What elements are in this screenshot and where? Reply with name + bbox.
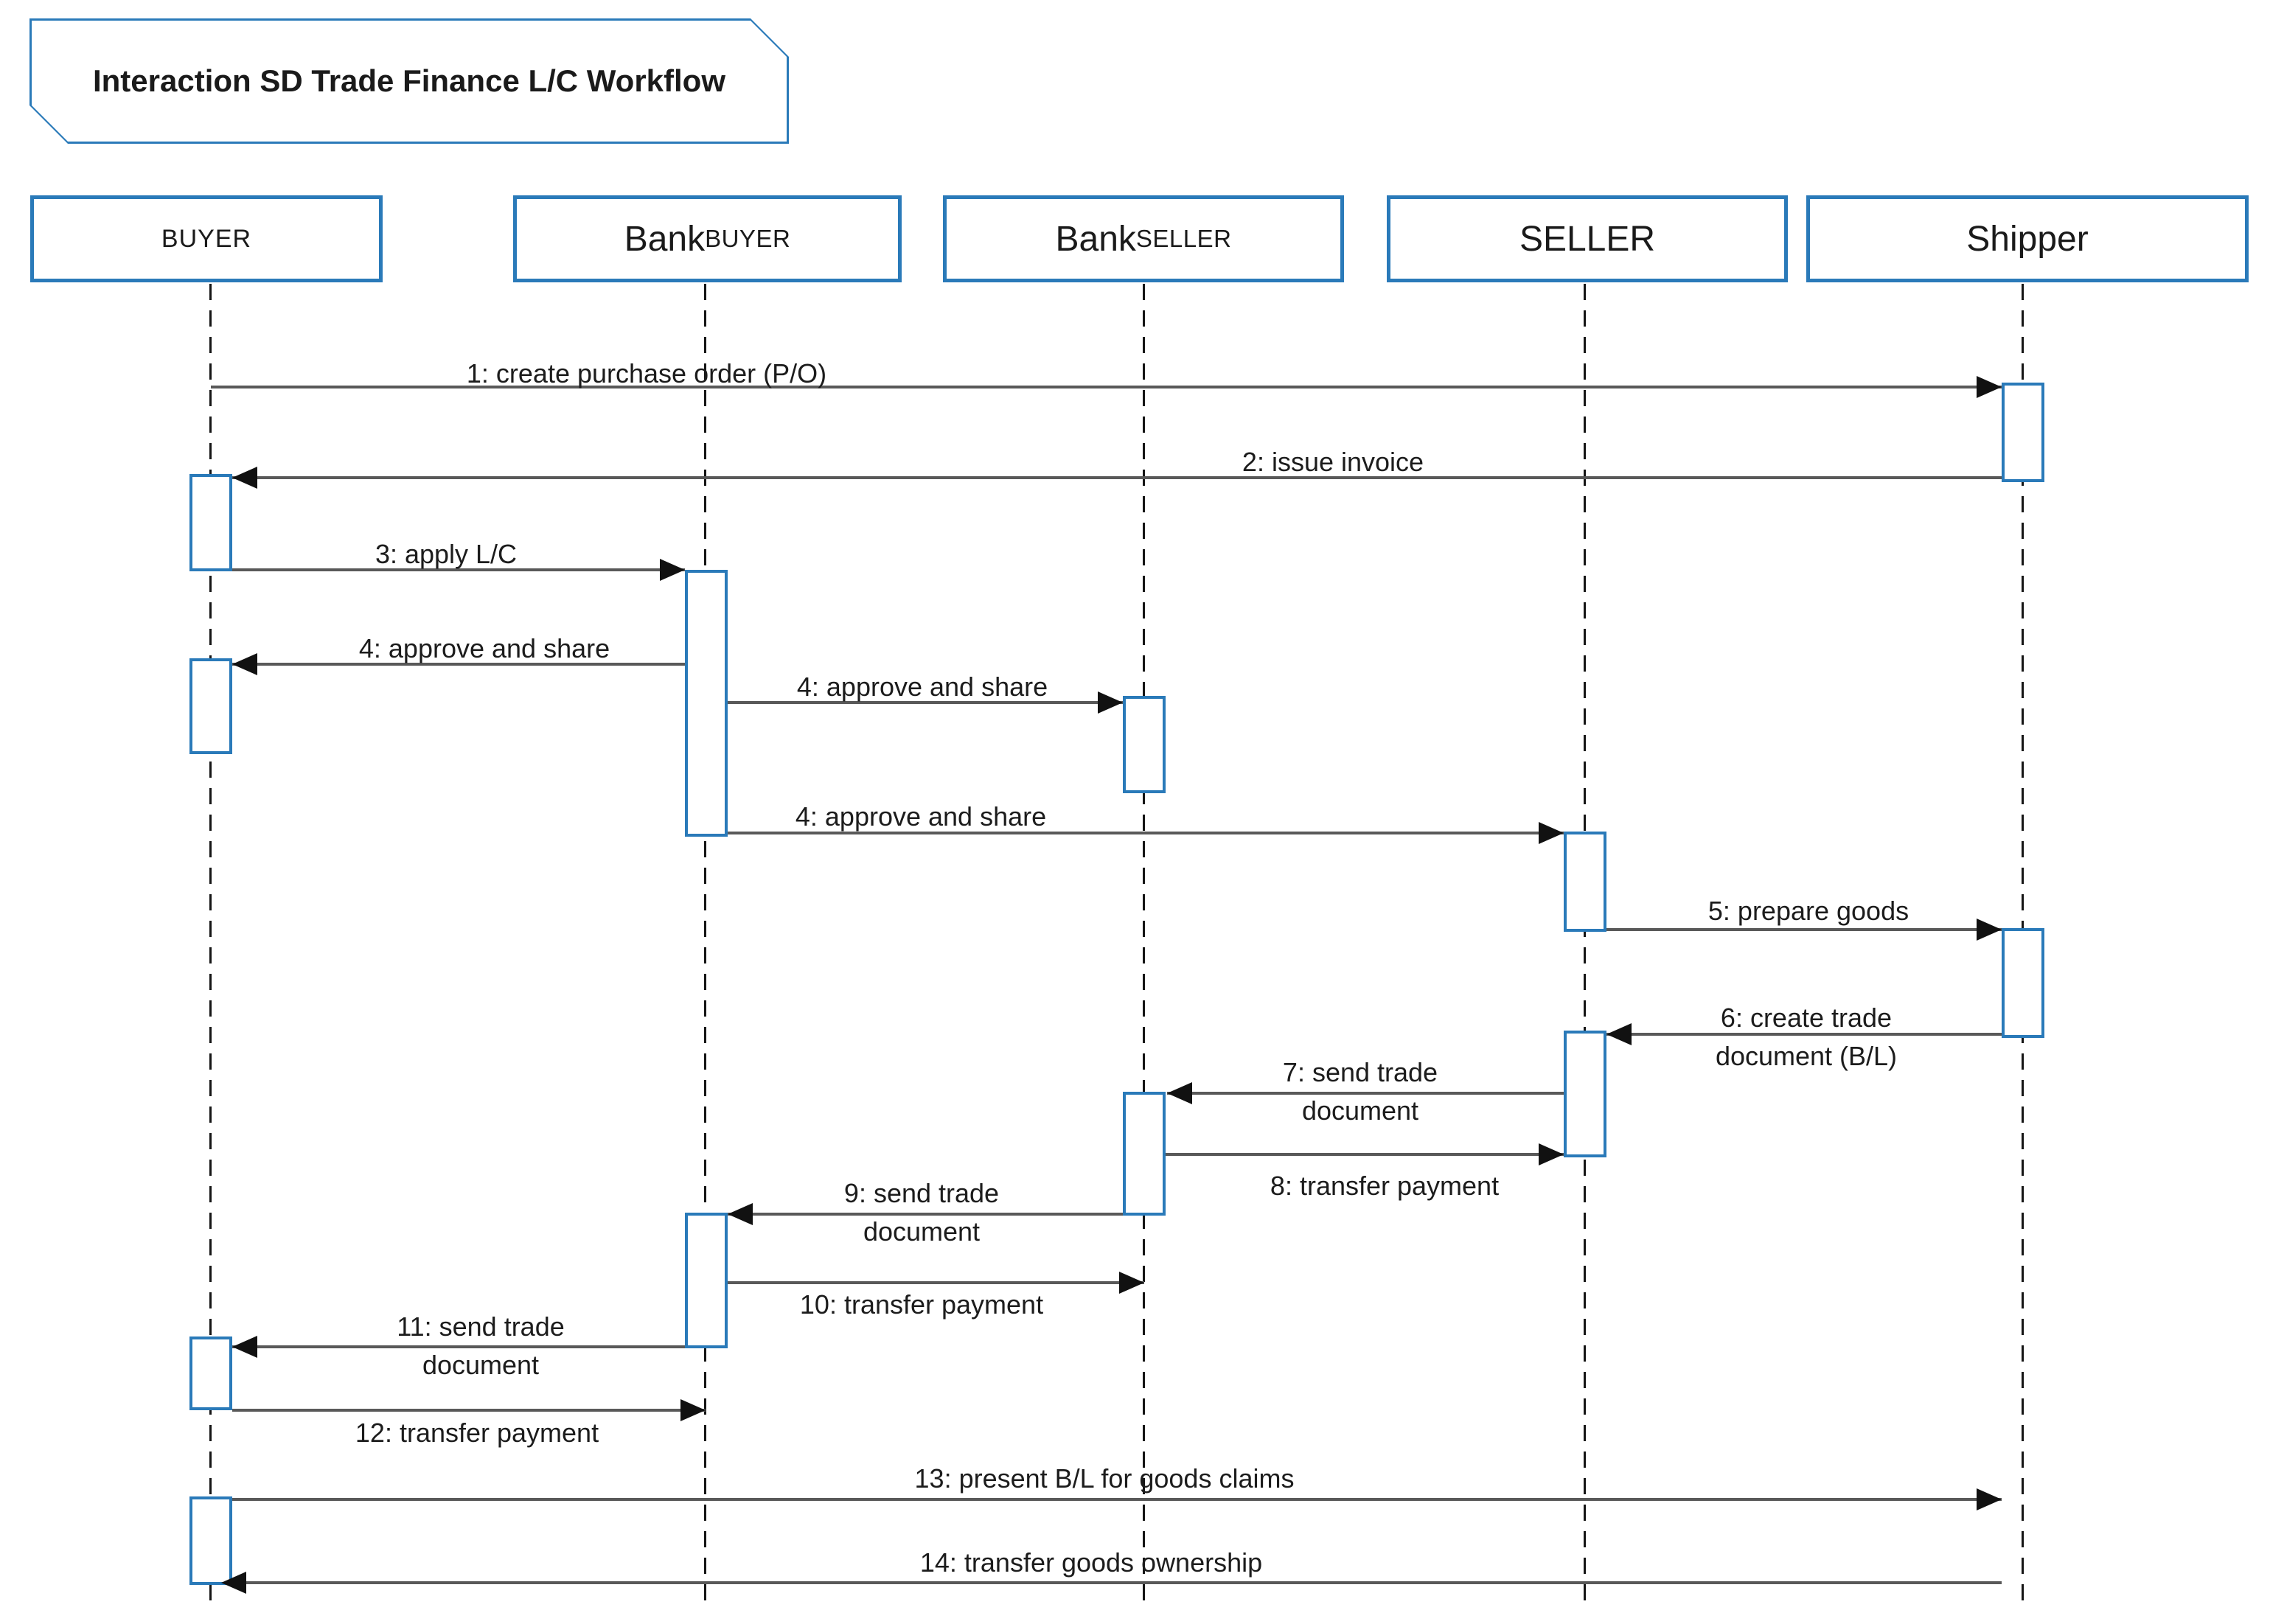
message-13-arrowhead-icon bbox=[1977, 1488, 2002, 1510]
lifeline-bank-seller bbox=[1143, 284, 1145, 1607]
activation-bank-buyer-1 bbox=[685, 570, 728, 837]
message-8-arrowhead-icon bbox=[1539, 1143, 1564, 1165]
message-9-arrowhead-icon bbox=[728, 1203, 753, 1225]
activation-bank-buyer-2 bbox=[685, 1213, 728, 1348]
activation-buyer-3 bbox=[189, 1337, 232, 1410]
message-1-line bbox=[211, 386, 2002, 388]
diagram-title-frame: Interaction SD Trade Finance L/C Workflo… bbox=[29, 18, 789, 144]
lifeline-seller bbox=[1584, 284, 1586, 1607]
activation-bank-seller-2 bbox=[1123, 1092, 1166, 1216]
message-14-line bbox=[229, 1581, 2002, 1584]
message-5-label: 5: prepare goods bbox=[1707, 896, 1909, 926]
message-10-arrowhead-icon bbox=[1119, 1272, 1144, 1294]
message-3-line bbox=[232, 568, 685, 571]
lifeline-label-seller: SELLER bbox=[1519, 219, 1656, 259]
message-1-label: 1: create purchase order (P/O) bbox=[466, 358, 827, 388]
message-2-line bbox=[232, 476, 2002, 479]
message-11-label: 11: send trade document bbox=[397, 1311, 565, 1380]
activation-buyer-4 bbox=[189, 1496, 232, 1585]
lifeline-header-seller: SELLER bbox=[1387, 195, 1788, 282]
lifeline-label-shipper: Shipper bbox=[1966, 219, 2089, 259]
message-5-line bbox=[1606, 928, 2002, 931]
message-7-label: 7: send trade document bbox=[1282, 1057, 1438, 1126]
lifeline-label-bank-seller-main: Bank bbox=[1055, 219, 1136, 259]
lifeline-header-shipper: Shipper bbox=[1806, 195, 2249, 282]
lifeline-label-bank-seller-sub: SELLER bbox=[1135, 225, 1232, 252]
message-6-line bbox=[1606, 1033, 2002, 1036]
diagram-title-frame-inner: Interaction SD Trade Finance L/C Workflo… bbox=[32, 21, 787, 142]
message-7-arrowhead-icon bbox=[1167, 1082, 1192, 1104]
message-4a-arrowhead-icon bbox=[232, 653, 257, 675]
message-4b-label: 4: approve and share bbox=[796, 672, 1048, 702]
activation-buyer-2 bbox=[189, 658, 232, 754]
message-14-arrowhead-icon bbox=[221, 1572, 246, 1594]
message-3-arrowhead-icon bbox=[660, 559, 685, 581]
lifeline-buyer bbox=[209, 284, 212, 1607]
message-4a-line bbox=[232, 663, 685, 666]
activation-buyer-1 bbox=[189, 474, 232, 571]
message-14-label: 14: transfer goods ownership bbox=[919, 1547, 1263, 1578]
activation-bank-seller-1 bbox=[1123, 696, 1166, 793]
message-6-arrowhead-icon bbox=[1606, 1023, 1632, 1045]
activation-seller-1 bbox=[1564, 832, 1606, 932]
message-12-line bbox=[232, 1409, 706, 1412]
message-7-line bbox=[1167, 1092, 1564, 1095]
message-12-label: 12: transfer payment bbox=[355, 1418, 599, 1448]
message-4c-label: 4: approve and share bbox=[795, 801, 1047, 832]
message-8-line bbox=[1166, 1153, 1564, 1156]
lifeline-label-bank-buyer-main: Bank bbox=[624, 219, 706, 259]
message-11-line bbox=[232, 1345, 685, 1348]
activation-seller-2 bbox=[1564, 1031, 1606, 1157]
lifeline-bank-buyer bbox=[704, 284, 706, 1607]
activation-shipper-1 bbox=[2002, 383, 2044, 482]
message-6-label: 6: create trade document (B/L) bbox=[1715, 1003, 1898, 1071]
message-4b-line bbox=[728, 701, 1123, 704]
message-13-line bbox=[232, 1498, 2002, 1501]
message-5-arrowhead-icon bbox=[1977, 919, 2002, 941]
message-10-line bbox=[728, 1281, 1144, 1284]
lifeline-header-buyer: BUYER bbox=[30, 195, 383, 282]
message-9-line bbox=[728, 1213, 1123, 1216]
lifeline-label-bank-buyer-sub: BUYER bbox=[705, 225, 791, 252]
message-3-label: 3: apply L/C bbox=[375, 539, 518, 569]
message-12-arrowhead-icon bbox=[680, 1399, 706, 1421]
message-13-label: 13: present B/L for goods claims bbox=[914, 1463, 1295, 1494]
diagram-title: Interaction SD Trade Finance L/C Workflo… bbox=[92, 63, 726, 98]
message-8-label: 8: transfer payment bbox=[1270, 1171, 1500, 1201]
message-4c-arrowhead-icon bbox=[1539, 822, 1564, 844]
message-11-arrowhead-icon bbox=[232, 1336, 257, 1358]
message-4b-arrowhead-icon bbox=[1098, 691, 1123, 714]
lifeline-label-buyer: BUYER bbox=[161, 224, 252, 253]
message-1-arrowhead-icon bbox=[1977, 376, 2002, 398]
message-4c-line bbox=[728, 832, 1564, 834]
message-9-label: 9: send trade document bbox=[843, 1178, 1000, 1247]
message-4a-label: 4: approve and share bbox=[358, 633, 610, 663]
message-2-arrowhead-icon bbox=[232, 467, 257, 489]
message-10-label: 10: transfer payment bbox=[799, 1289, 1044, 1320]
message-2-label: 2: issue invoice bbox=[1242, 447, 1424, 477]
activation-shipper-2 bbox=[2002, 928, 2044, 1038]
